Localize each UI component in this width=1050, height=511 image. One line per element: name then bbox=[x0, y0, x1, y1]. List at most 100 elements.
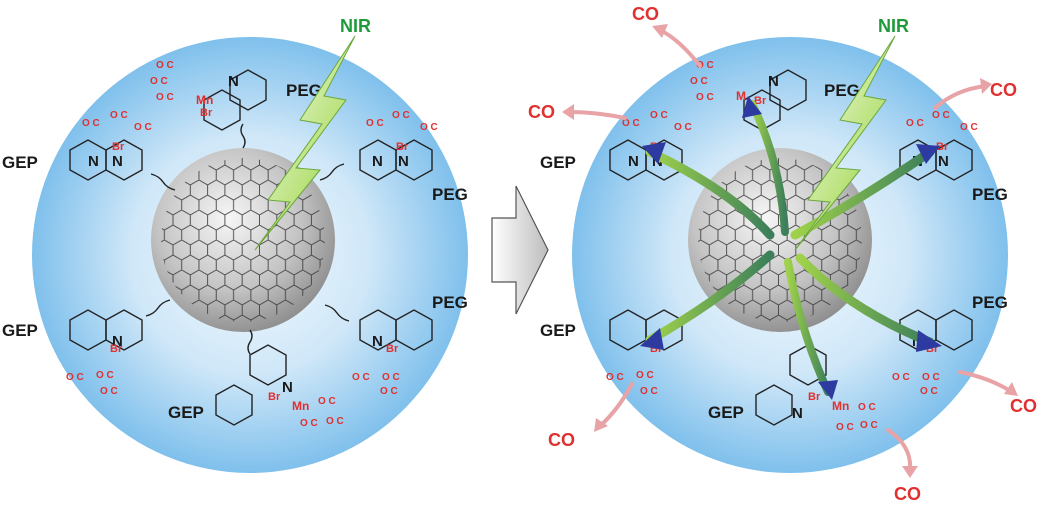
n-atom: N bbox=[372, 333, 383, 350]
n-atom: N bbox=[228, 73, 239, 90]
energy-transfer-arrows bbox=[640, 96, 942, 400]
bromine-atom: Br bbox=[754, 95, 767, 107]
left-peg-label-right-upper: PEG bbox=[432, 185, 468, 204]
energy-arrow-upper-left bbox=[645, 147, 775, 240]
carbonyl-ligand: O C bbox=[836, 422, 854, 433]
left-peg-label-top: PEG bbox=[286, 81, 322, 100]
right-gep-label-upper: GEP bbox=[540, 153, 576, 172]
carbonyl-ligand: O C bbox=[382, 372, 400, 383]
right-peg-label-right-lower: PEG bbox=[972, 293, 1008, 312]
energy-arrow-head bbox=[642, 142, 666, 164]
n-atom: N bbox=[792, 405, 803, 422]
left-gep-label-lower: GEP bbox=[2, 321, 38, 340]
n-atom: N bbox=[628, 153, 639, 170]
energy-arrow-bottom bbox=[784, 258, 832, 396]
left-gep-label-upper: GEP bbox=[2, 153, 38, 172]
released-co-label: CO bbox=[548, 430, 575, 450]
released-co-label: CO bbox=[990, 80, 1017, 100]
released-co-label: CO bbox=[632, 4, 659, 24]
carbonyl-ligand: O C bbox=[892, 372, 910, 383]
carbonyl-ligand: O C bbox=[922, 372, 940, 383]
carbonyl-ligand: O C bbox=[622, 118, 640, 129]
energy-arrow-head bbox=[916, 144, 940, 164]
carbonyl-ligand: O C bbox=[392, 110, 410, 121]
nir-label-right: NIR bbox=[878, 16, 909, 36]
carbonyl-ligand: O C bbox=[366, 118, 384, 129]
carbonyl-ligand: O C bbox=[82, 118, 100, 129]
n-atom: N bbox=[372, 153, 383, 170]
right-peg-label-top: PEG bbox=[824, 81, 860, 100]
carbonyl-ligand: O C bbox=[156, 60, 174, 71]
carbonyl-ligand: O C bbox=[636, 370, 654, 381]
carbonyl-ligand: O C bbox=[640, 386, 658, 397]
carbonyl-ligand: O C bbox=[906, 118, 924, 129]
carbonyl-ligand: O C bbox=[326, 416, 344, 427]
energy-arrow-head bbox=[640, 328, 664, 350]
carbonyl-ligand: O C bbox=[650, 110, 668, 121]
released-co-label: CO bbox=[1010, 396, 1037, 416]
released-co-label: CO bbox=[528, 102, 555, 122]
manganese-center: Mn bbox=[292, 399, 309, 413]
right-nanoparticle: PEG GEP PEG PEG GEP GEP N N N N N N N N … bbox=[528, 4, 1037, 504]
carbonyl-ligand: O C bbox=[696, 92, 714, 103]
left-gep-label-bottom: GEP bbox=[168, 403, 204, 422]
manganese-center: Mn bbox=[832, 399, 849, 413]
nir-label-left: NIR bbox=[340, 16, 371, 36]
carbonyl-ligand: O C bbox=[66, 372, 84, 383]
carbonyl-ligand: O C bbox=[300, 418, 318, 429]
bromine-atom: Br bbox=[200, 107, 213, 119]
n-atom: N bbox=[282, 379, 293, 396]
n-atom: N bbox=[112, 153, 123, 170]
carbonyl-ligand: O C bbox=[96, 370, 114, 381]
carbonyl-ligand: O C bbox=[606, 372, 624, 383]
carbonyl-ligand: O C bbox=[156, 92, 174, 103]
left-linkers bbox=[145, 123, 350, 355]
carbonyl-ligand: O C bbox=[318, 396, 336, 407]
bromine-atom: Br bbox=[936, 141, 949, 153]
energy-arrow-lower-left bbox=[645, 250, 775, 345]
bromine-atom: Br bbox=[386, 343, 399, 355]
carbonyl-ligand: O C bbox=[420, 122, 438, 133]
n-atom: N bbox=[398, 153, 409, 170]
left-peg-label-right-lower: PEG bbox=[432, 293, 468, 312]
carbonyl-ligand: O C bbox=[920, 386, 938, 397]
carbonyl-ligand: O C bbox=[960, 122, 978, 133]
left-nanoparticle: PEG GEP PEG PEG GEP GEP N N N N N N N N … bbox=[2, 16, 468, 473]
n-atom: N bbox=[768, 73, 779, 90]
right-peg-label-right-upper: PEG bbox=[972, 185, 1008, 204]
energy-arrow-head bbox=[916, 330, 942, 352]
n-atom: N bbox=[112, 333, 123, 350]
bromine-atom: Br bbox=[396, 141, 409, 153]
carbonyl-ligand: O C bbox=[110, 110, 128, 121]
bromine-atom: Br bbox=[110, 343, 123, 355]
lightning-bolt-icon bbox=[254, 35, 356, 251]
carbonyl-ligand: O C bbox=[932, 110, 950, 121]
n-atom: N bbox=[938, 153, 949, 170]
energy-arrow-upper-right bbox=[790, 147, 935, 240]
co-release-arrowheads bbox=[562, 24, 1018, 478]
right-gep-label-lower: GEP bbox=[540, 321, 576, 340]
lightning-bolt-icon bbox=[794, 35, 896, 251]
n-atom: N bbox=[88, 153, 99, 170]
energy-arrow-head bbox=[818, 380, 838, 400]
energy-arrow-lower-right bbox=[795, 253, 935, 347]
manganese-center: Mn bbox=[196, 93, 213, 107]
carbonyl-ligand: O C bbox=[352, 372, 370, 383]
carbonyl-ligand: O C bbox=[860, 420, 878, 431]
energy-arrow-head bbox=[742, 96, 762, 118]
carbonyl-ligand: O C bbox=[858, 402, 876, 413]
bromine-atom: Br bbox=[268, 391, 281, 403]
carbonyl-ligand: O C bbox=[380, 386, 398, 397]
bromine-atom: Br bbox=[808, 391, 821, 403]
right-gep-label-bottom: GEP bbox=[708, 403, 744, 422]
left-bipyridine-rings bbox=[69, 69, 433, 426]
carbonyl-ligand: O C bbox=[134, 122, 152, 133]
carbonyl-ligand: O C bbox=[696, 60, 714, 71]
carbonyl-ligand: O C bbox=[150, 76, 168, 87]
energy-arrow-top bbox=[748, 100, 789, 236]
manganese-center: M bbox=[736, 89, 746, 103]
bromine-atom: Br bbox=[112, 141, 125, 153]
released-co-label: CO bbox=[894, 484, 921, 504]
carbonyl-ligand: O C bbox=[100, 386, 118, 397]
